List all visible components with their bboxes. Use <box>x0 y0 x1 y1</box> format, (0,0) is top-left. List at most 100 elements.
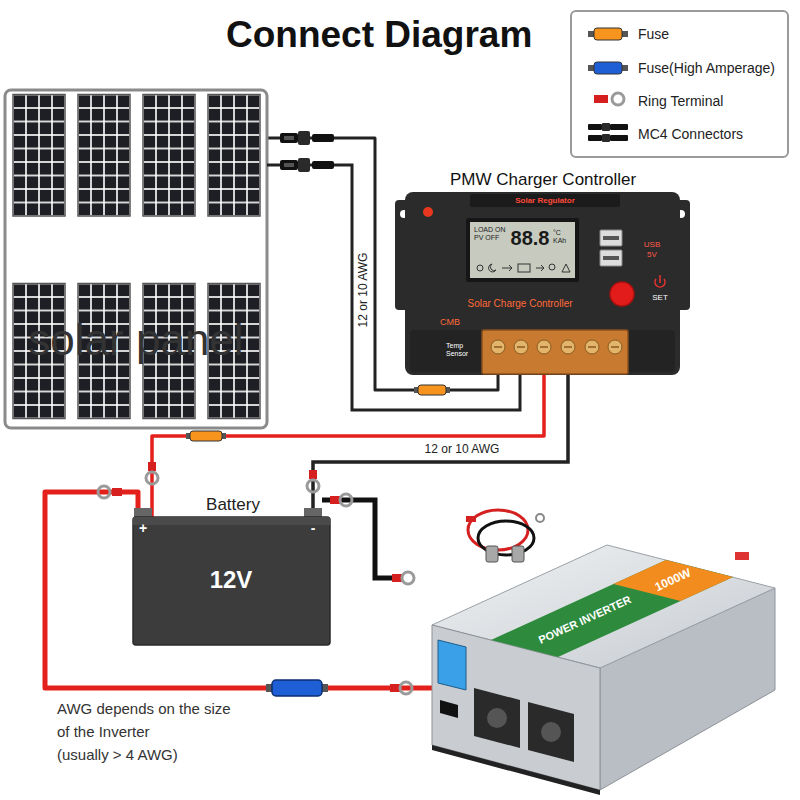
lcd-icon <box>536 265 544 271</box>
terminal-block <box>561 340 575 354</box>
lcd-icon <box>477 264 570 272</box>
lcd-icon <box>502 265 512 271</box>
mc4-connector <box>298 158 310 172</box>
inverter-front <box>541 722 561 742</box>
lcd-unit: °C KAh <box>553 229 571 246</box>
terminal-block <box>482 330 628 374</box>
terminal-sign: - <box>311 520 316 537</box>
ring-terminal <box>98 486 110 498</box>
battery-body <box>133 517 330 645</box>
terminal-sign: + <box>139 520 147 537</box>
lcd-screen <box>470 222 575 278</box>
high-amperage-fuse <box>272 680 322 696</box>
cable-set <box>466 516 476 522</box>
lcd-icon <box>489 264 496 272</box>
solar-module <box>13 95 65 217</box>
legend-swatch <box>594 62 622 74</box>
solar-panel-frame <box>5 90 267 428</box>
inverter-body <box>432 625 600 790</box>
solar-module <box>78 95 130 217</box>
fuse-swatch <box>586 25 630 43</box>
power-rating: 1000W <box>653 566 694 595</box>
mc4-connector <box>280 160 298 170</box>
inverter-front <box>528 702 574 762</box>
controller-heading: PMW Charger Controller <box>450 170 636 190</box>
mc4-symbol <box>602 134 610 142</box>
ring-terminal <box>112 488 122 496</box>
legend-text: Fuse <box>638 26 669 43</box>
lcd-icon <box>549 264 555 270</box>
usb-port <box>600 230 622 266</box>
model-text: CMB <box>440 317 460 328</box>
inverter-wire <box>322 500 400 578</box>
ring-terminal-symbol <box>594 93 624 105</box>
mc4-symbol <box>588 123 628 142</box>
wire-gauge-label: 12 or 10 AWG <box>425 442 500 456</box>
battery-wire <box>313 375 568 508</box>
legend-text: Fuse(High Amperage) <box>638 60 775 77</box>
inverter-body <box>432 545 775 795</box>
inverter-front <box>438 640 574 762</box>
battery: Battery12V+- <box>133 517 330 645</box>
inverter-body <box>735 552 749 560</box>
usb-port <box>603 236 619 240</box>
brand-text: Solar Regulator <box>515 196 575 206</box>
diagram-title: Connect Diagram <box>226 13 532 57</box>
cable-set <box>486 546 498 562</box>
lcd-icon <box>477 265 483 271</box>
inverter-front <box>440 700 458 718</box>
mc4-connector <box>312 161 334 169</box>
terminal-block <box>540 346 548 348</box>
ring-terminal <box>98 462 414 694</box>
mc4-symbol <box>610 135 628 141</box>
ring-terminal <box>340 494 352 506</box>
controller-body <box>470 194 620 207</box>
fuse <box>190 431 222 441</box>
ring-terminal-symbol <box>594 95 608 103</box>
ring-terminal-symbol <box>612 93 624 105</box>
mc4-connector <box>280 133 298 143</box>
battery-body <box>133 508 330 645</box>
fuse <box>186 385 450 441</box>
ring-terminal <box>307 480 319 492</box>
ring-terminal <box>309 470 317 479</box>
inverter-front <box>487 708 507 728</box>
lcd-icon <box>562 264 570 272</box>
panel-label: solar panel <box>28 314 243 367</box>
controller-body <box>395 192 690 375</box>
inverter-band <box>614 560 734 601</box>
solar-module <box>13 95 260 419</box>
ring-terminal <box>402 572 414 584</box>
cable-set <box>468 510 528 550</box>
set-button <box>659 275 661 283</box>
legend-text: MC4 Connectors <box>638 126 743 143</box>
solar-panel: solar panel <box>5 90 267 428</box>
mc4-symbol <box>602 123 610 131</box>
terminal-block <box>491 340 505 354</box>
set-button <box>610 282 634 306</box>
inverter-band <box>491 560 733 657</box>
terminal-block <box>585 340 599 354</box>
terminal-block <box>494 346 502 348</box>
legend-text: Ring Terminal <box>638 93 723 110</box>
usb-port <box>603 256 619 260</box>
solar-panel-frame <box>5 90 267 428</box>
mc4-symbol <box>588 135 602 141</box>
battery-body <box>133 517 330 525</box>
terminal-block <box>494 346 619 348</box>
wire-gauge-label: 12 or 10 AWG <box>356 253 370 328</box>
lcd-screen <box>466 218 579 282</box>
product-text: Solar Charge Controller <box>467 298 572 310</box>
terminal-block <box>611 346 619 348</box>
mc4-symbol <box>610 124 628 130</box>
lcd-digits: 88.8 <box>511 226 550 250</box>
usb-port <box>600 250 622 266</box>
battery-heading: Battery <box>206 495 260 515</box>
ring-terminal <box>400 682 412 694</box>
legend-swatch <box>594 28 622 40</box>
controller-body <box>423 207 433 217</box>
cable-set <box>466 510 544 562</box>
charge-controller: PMW Charger ControllerSolar RegulatorLOA… <box>395 192 690 375</box>
solar-module <box>208 95 260 217</box>
